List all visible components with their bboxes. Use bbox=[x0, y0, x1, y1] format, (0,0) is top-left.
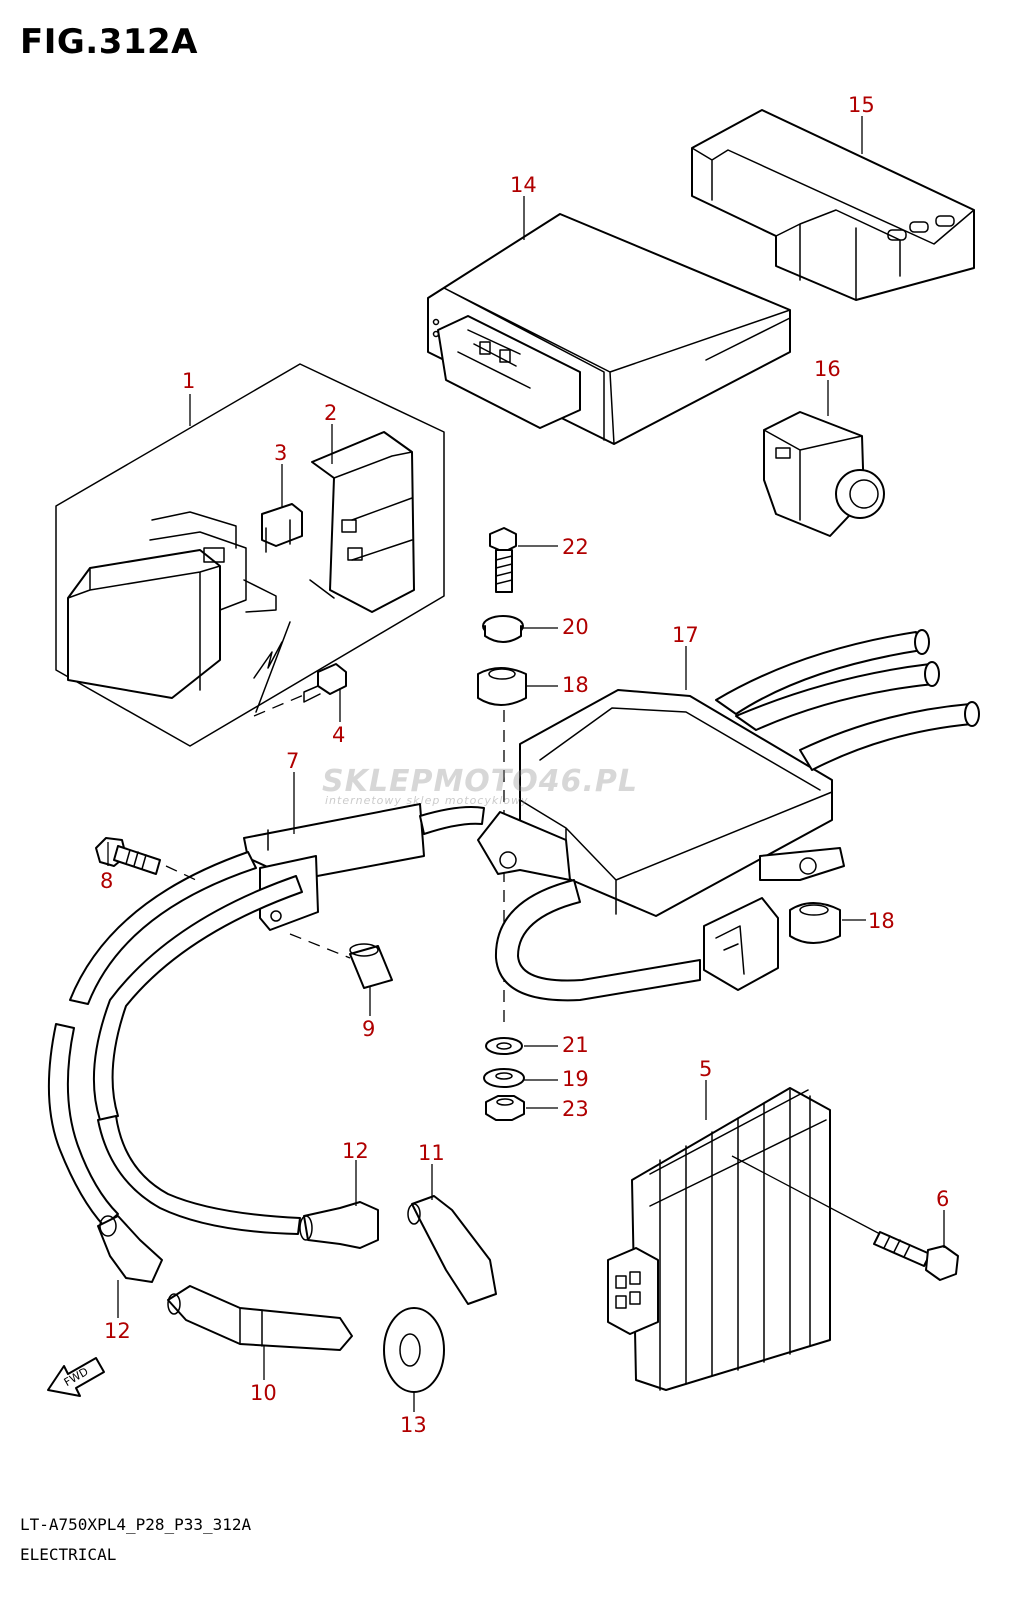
callout-14: 14 bbox=[510, 173, 537, 197]
callout-3: 3 bbox=[274, 441, 287, 465]
callout-18-lower: 18 bbox=[868, 909, 895, 933]
callout-18-upper: 18 bbox=[562, 673, 589, 697]
bolt-4 bbox=[253, 663, 347, 717]
ecm-unit-14 bbox=[427, 213, 791, 445]
figure-footer: LT-A750XPL4_P28_P33_312A ELECTRICAL bbox=[20, 1510, 251, 1570]
callout-23: 23 bbox=[562, 1097, 589, 1121]
callout-22: 22 bbox=[562, 535, 589, 559]
leader-lines bbox=[107, 116, 945, 1412]
callout-16: 16 bbox=[814, 357, 841, 381]
watermark-tagline: internetowy sklep motocyklowy bbox=[325, 794, 529, 807]
callout-6: 6 bbox=[936, 1187, 949, 1211]
callout-12-lower: 12 bbox=[104, 1319, 131, 1343]
regulator-rectifier-5 bbox=[607, 1087, 831, 1391]
grommet-13 bbox=[383, 1307, 445, 1393]
callout-1: 1 bbox=[182, 369, 195, 393]
callout-15: 15 bbox=[848, 93, 875, 117]
callout-21: 21 bbox=[562, 1033, 589, 1057]
plug-cap-12-left bbox=[97, 1215, 163, 1283]
bolt-8 bbox=[95, 837, 197, 881]
ignition-coil-7 bbox=[47, 803, 485, 1235]
plug-boot-11 bbox=[407, 1195, 497, 1305]
callout-9: 9 bbox=[362, 1017, 375, 1041]
callout-19: 19 bbox=[562, 1067, 589, 1091]
callout-11: 11 bbox=[418, 1141, 445, 1165]
figure-code: LT-A750XPL4_P28_P33_312A bbox=[20, 1515, 252, 1534]
grommet-18-right bbox=[789, 902, 841, 944]
watermark-logo: SKLEPMOTO46.PL bbox=[322, 764, 639, 799]
hardware-stack-lower bbox=[483, 1037, 525, 1121]
callout-10: 10 bbox=[250, 1381, 277, 1405]
callout-12-upper: 12 bbox=[342, 1139, 369, 1163]
callout-17: 17 bbox=[672, 623, 699, 647]
callout-5: 5 bbox=[699, 1057, 712, 1081]
callout-8: 8 bbox=[100, 869, 113, 893]
callout-13: 13 bbox=[400, 1413, 427, 1437]
control-module-17 bbox=[477, 629, 980, 1002]
figure-section: ELECTRICAL bbox=[20, 1545, 117, 1564]
callout-4: 4 bbox=[332, 723, 345, 747]
callout-2: 2 bbox=[324, 401, 337, 425]
plug-cap-12-right bbox=[299, 1201, 379, 1249]
plug-boot-10 bbox=[167, 1285, 353, 1351]
relay-assembly-box bbox=[55, 363, 445, 747]
callout-20: 20 bbox=[562, 615, 589, 639]
callout-labels: 1 2 3 4 5 6 7 8 9 10 11 12 12 13 14 15 1… bbox=[100, 93, 949, 1437]
fwd-arrow: FWD bbox=[47, 1357, 105, 1397]
spacer-9 bbox=[349, 943, 393, 989]
callout-7: 7 bbox=[286, 749, 299, 773]
connector-16 bbox=[763, 411, 885, 537]
ecm-cover-15 bbox=[691, 109, 975, 301]
figure-title: FIG.312A bbox=[20, 22, 198, 62]
